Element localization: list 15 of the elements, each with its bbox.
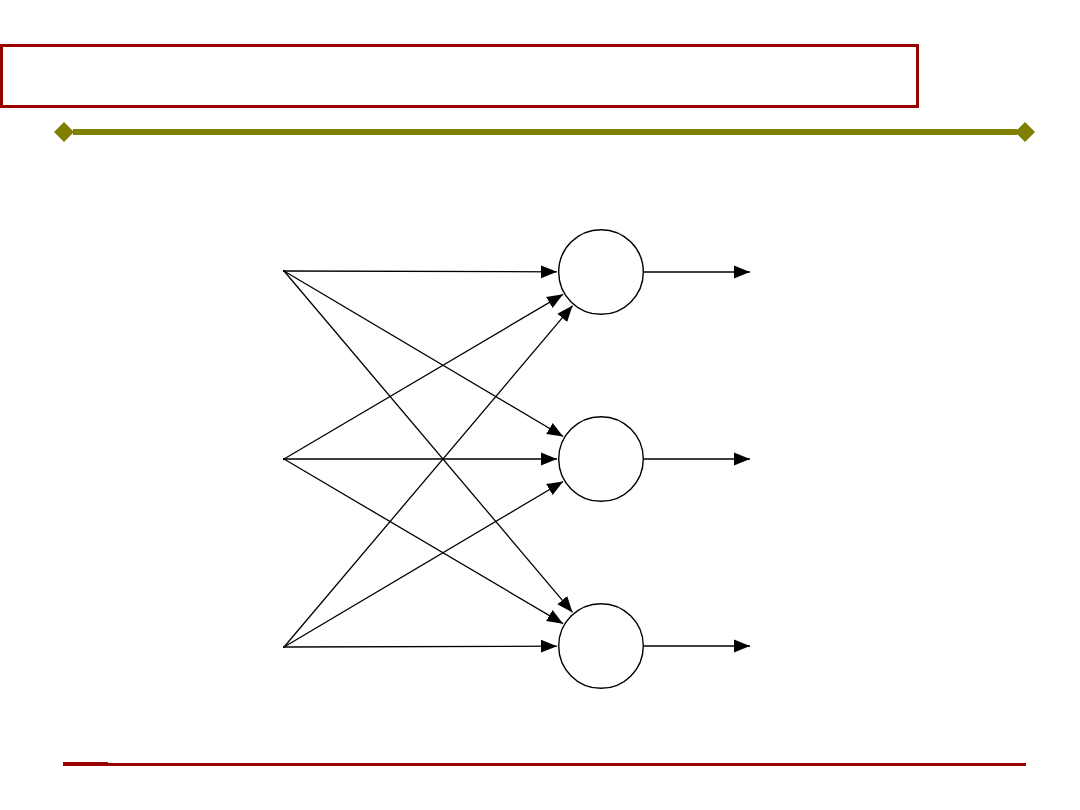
arrow [284, 639, 558, 653]
neuron-circle [558, 416, 644, 502]
arrow [284, 271, 574, 614]
arrow [284, 293, 564, 460]
arrow [284, 304, 574, 647]
neuron-circle [558, 229, 644, 315]
arrow [284, 480, 564, 648]
arrow [643, 265, 751, 279]
arrow [284, 265, 558, 279]
arrow [643, 452, 751, 466]
arrow [643, 639, 751, 653]
arrow [284, 270, 564, 438]
arrow [284, 458, 564, 625]
neuron-circle [558, 603, 644, 689]
arrow [284, 452, 558, 466]
